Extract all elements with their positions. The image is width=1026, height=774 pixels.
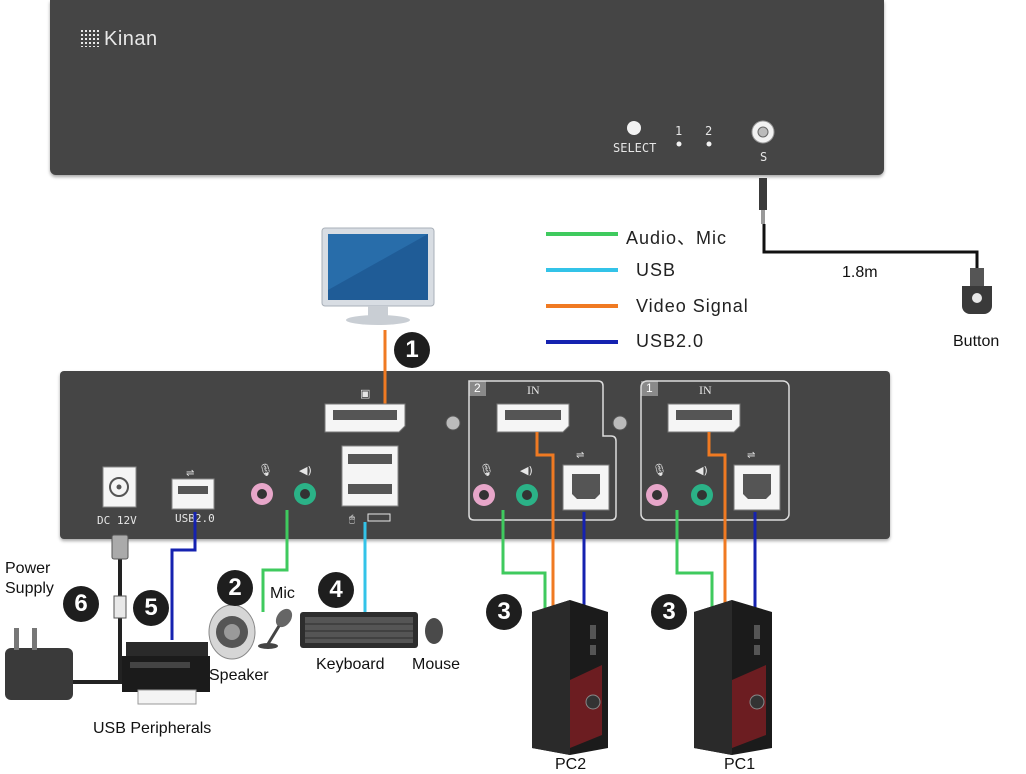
cable-length: 1.8m bbox=[842, 264, 878, 281]
power-adapter-icon bbox=[5, 595, 127, 700]
svg-text:🖱: 🖱 bbox=[349, 513, 355, 525]
port-group-2-number: 2 bbox=[469, 381, 486, 396]
kvm-front-panel bbox=[50, 0, 884, 175]
pc2-label: PC2 bbox=[555, 756, 587, 773]
port-group-2-frame bbox=[468, 380, 617, 521]
legend-audio-mic: Audio、Mic bbox=[626, 228, 728, 248]
step-badge-3-pc1: 3 bbox=[651, 594, 687, 630]
legend-video-signal: Video Signal bbox=[636, 296, 749, 316]
pc1-label: PC1 bbox=[724, 756, 756, 773]
svg-text:◀): ◀) bbox=[299, 464, 312, 477]
dc-power-port bbox=[102, 466, 137, 508]
port-group-2-in-label: IN bbox=[527, 383, 540, 397]
usb-keyboard-mouse-ports bbox=[341, 445, 399, 507]
svg-text:◀): ◀) bbox=[695, 464, 708, 477]
monitor-icon bbox=[321, 227, 435, 325]
svg-text:▣: ▣ bbox=[360, 387, 370, 400]
microphone-icon bbox=[258, 608, 293, 649]
pc1-tower-icon bbox=[694, 600, 772, 755]
mouse-label: Mouse bbox=[412, 656, 461, 673]
step-badge-5: 5 bbox=[133, 590, 169, 626]
step-badge-6: 6 bbox=[63, 586, 99, 622]
legend-usb: USB bbox=[636, 260, 677, 280]
usb-peripherals-label: USB Peripherals bbox=[93, 720, 212, 737]
step-badge-2: 2 bbox=[217, 570, 253, 606]
port-group-1-in-label: IN bbox=[699, 383, 712, 397]
led-2-icon bbox=[706, 141, 712, 147]
power-supply-label-line2: Supply bbox=[5, 580, 54, 597]
legend-usb20: USB2.0 bbox=[636, 331, 705, 351]
printer-icon bbox=[122, 642, 210, 705]
svg-text:◀): ◀) bbox=[520, 464, 533, 477]
svg-text:🎙: 🎙 bbox=[479, 463, 494, 477]
brand-name: Kinan bbox=[104, 28, 158, 50]
svg-text:⇌: ⇌ bbox=[576, 450, 584, 461]
led-label-2: 2 bbox=[705, 124, 713, 138]
mic-label: Mic bbox=[270, 585, 295, 602]
led-label-1: 1 bbox=[675, 124, 683, 138]
select-label: SELECT bbox=[613, 141, 657, 155]
dc-label: DC 12V bbox=[97, 514, 137, 527]
step-badge-4: 4 bbox=[318, 572, 354, 608]
keyboard-icon bbox=[300, 612, 418, 648]
keyboard-label: Keyboard bbox=[316, 656, 385, 673]
svg-text:🎙: 🎙 bbox=[652, 463, 667, 477]
step-badge-3-pc2: 3 bbox=[486, 594, 522, 630]
usb-a-port: ⇌ bbox=[171, 468, 215, 510]
step-badge-1: 1 bbox=[394, 332, 430, 368]
svg-text:⇌: ⇌ bbox=[747, 450, 755, 461]
select-button-icon bbox=[627, 121, 641, 135]
kvm-rear-panel bbox=[60, 371, 890, 539]
port-group-1-number: 1 bbox=[641, 381, 658, 396]
pc2-tower-icon bbox=[532, 600, 608, 755]
svg-text:⇌: ⇌ bbox=[186, 468, 194, 479]
button-label: Button bbox=[953, 333, 1000, 350]
mouse-icon bbox=[425, 618, 443, 644]
power-supply-label-line1: Power bbox=[5, 560, 51, 577]
led-1-icon bbox=[676, 141, 682, 147]
button-cable-plug-icon bbox=[759, 178, 767, 210]
brand-grid-icon bbox=[80, 29, 100, 47]
svg-text:🎙: 🎙 bbox=[258, 463, 273, 477]
speaker-label: Speaker bbox=[209, 667, 269, 684]
brand-logo: Kinan bbox=[80, 28, 158, 51]
port-group-1-frame bbox=[640, 380, 790, 521]
speaker-icon bbox=[208, 604, 256, 660]
port-s-label: S bbox=[760, 150, 768, 164]
